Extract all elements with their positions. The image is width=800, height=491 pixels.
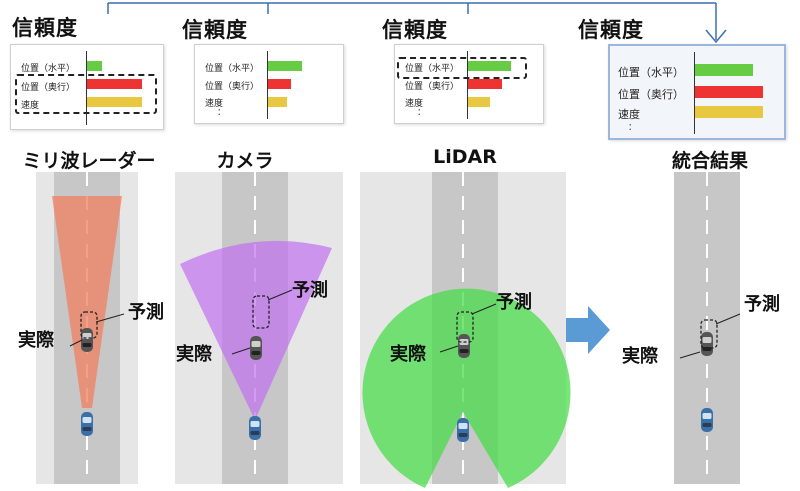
panel-axis xyxy=(267,51,268,119)
heading-camera-confidence: 信頼度 xyxy=(182,18,248,42)
connector-arrowhead-icon xyxy=(705,29,727,44)
row-horizontal-label: 位置（水平） xyxy=(205,64,260,74)
bar-horizontal xyxy=(695,64,753,76)
row-depth-label: 位置（奥行） xyxy=(21,83,76,93)
predicted-vehicle-outline xyxy=(456,311,474,343)
row-speed-label: 速度 xyxy=(618,108,640,121)
highlight-box xyxy=(397,57,527,79)
row-depth-label: 位置（奥行） xyxy=(205,82,260,92)
row-ellipsis: ： xyxy=(628,123,638,133)
bar-horizontal xyxy=(268,61,302,71)
confidence-panel-lidar: 位置（水平） 位置（奥行） 速度 ： xyxy=(394,44,544,124)
row-depth-label: 位置（奥行） xyxy=(405,82,460,92)
road-lidar xyxy=(360,172,571,488)
panel-axis xyxy=(86,51,87,125)
label-predicted-radar: 予測 xyxy=(128,302,164,323)
label-actual-radar: 実際 xyxy=(18,330,54,351)
radar-beam xyxy=(52,196,122,408)
ego-vehicle xyxy=(81,412,93,436)
sensor-name-lidar: LiDAR xyxy=(433,146,497,168)
label-predicted-camera: 予測 xyxy=(292,280,328,301)
heading-radar-confidence: 信頼度 xyxy=(12,16,78,40)
ego-vehicle xyxy=(249,416,261,440)
road-fusion xyxy=(674,172,741,484)
bar-depth xyxy=(695,86,763,98)
ego-vehicle xyxy=(457,418,469,442)
sensor-name-camera: カメラ xyxy=(216,150,274,172)
confidence-panel-fusion: 位置（水平） 位置（奥行） 速度 ： xyxy=(608,44,786,140)
confidence-panel-camera: 位置（水平） 位置（奥行） 速度 ： xyxy=(194,44,344,124)
camera-fov xyxy=(180,240,332,420)
highlight-box xyxy=(15,74,157,114)
bar-depth xyxy=(268,79,291,89)
row-depth-label: 位置（奥行） xyxy=(618,88,684,101)
bar-horizontal xyxy=(87,61,102,71)
row-speed-label: 速度 xyxy=(405,99,424,109)
label-predicted-lidar: 予測 xyxy=(496,292,532,313)
predicted-vehicle-outline xyxy=(252,295,270,329)
row-ellipsis: ： xyxy=(217,108,227,118)
heading-fusion-confidence: 信頼度 xyxy=(578,18,644,42)
actual-vehicle xyxy=(458,334,470,358)
row-horizontal-label: 位置（水平） xyxy=(618,66,684,79)
road-radar xyxy=(36,172,138,484)
bar-speed xyxy=(87,97,142,107)
flow-arrow-icon xyxy=(566,306,610,354)
ego-vehicle xyxy=(701,408,713,432)
road-camera xyxy=(175,172,343,484)
label-predicted-fusion: 予測 xyxy=(744,294,780,315)
actual-vehicle xyxy=(250,336,262,360)
sensor-name-fusion: 統合結果 xyxy=(671,150,748,172)
heading-lidar-confidence: 信頼度 xyxy=(382,18,448,42)
bar-speed xyxy=(695,106,763,118)
row-speed-label: 速度 xyxy=(21,101,40,111)
row-horizontal-label: 位置（水平） xyxy=(21,64,76,74)
bar-speed xyxy=(268,97,287,107)
row-horizontal-label: 位置（水平） xyxy=(405,64,460,74)
label-actual-fusion: 実際 xyxy=(622,346,658,367)
row-speed-label: 速度 xyxy=(205,99,224,109)
bar-depth xyxy=(87,79,142,89)
lidar-range xyxy=(362,288,571,488)
panel-axis xyxy=(467,51,468,119)
bar-speed xyxy=(468,97,490,107)
row-ellipsis: ： xyxy=(417,108,427,118)
actual-vehicle xyxy=(701,332,713,356)
label-actual-camera: 実際 xyxy=(176,344,212,365)
flow-connector xyxy=(107,2,727,44)
predicted-vehicle-outline xyxy=(80,311,98,339)
sensor-name-radar: ミリ波レーダー xyxy=(22,150,156,172)
bar-horizontal xyxy=(468,61,511,71)
bar-depth xyxy=(468,79,502,89)
confidence-panel-radar: 位置（水平） 位置（奥行） 速度 xyxy=(10,44,164,130)
label-actual-lidar: 実際 xyxy=(390,344,426,365)
actual-vehicle xyxy=(81,328,93,352)
panel-axis xyxy=(694,52,695,134)
